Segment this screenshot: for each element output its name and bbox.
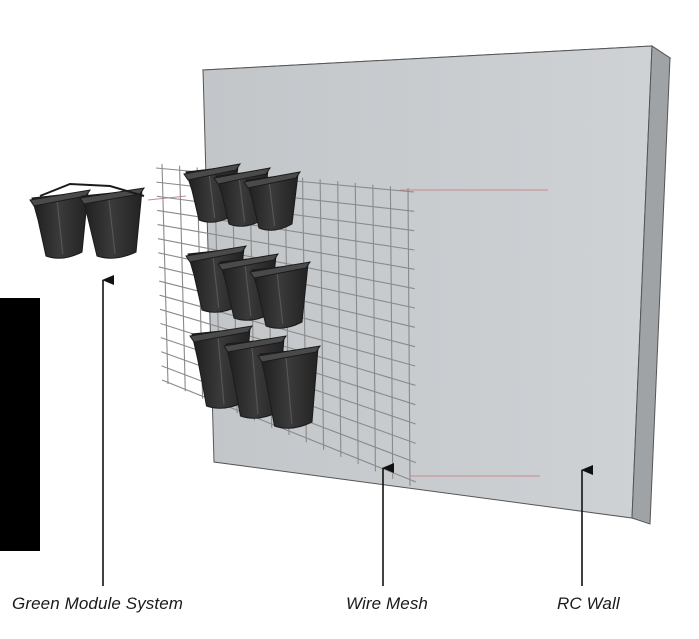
planter-highlight (56, 201, 64, 255)
planter-module (249, 261, 312, 329)
planter-rim (185, 245, 248, 263)
planter-rim (213, 167, 272, 185)
planter-rim (257, 345, 322, 363)
detached-green-module (29, 182, 146, 259)
planter-highlight (285, 357, 293, 425)
detached-module-top-edge (39, 182, 145, 197)
planter-modules (183, 163, 322, 429)
mesh-vertical-wire (389, 186, 394, 479)
mesh-vertical-wire (161, 163, 169, 385)
planter-rim (183, 163, 242, 181)
detached-planter-left (29, 189, 92, 259)
mesh-vertical-wire (179, 165, 186, 392)
mesh-vertical-wire (407, 187, 411, 487)
planter-rim (243, 171, 302, 189)
planter-rim (217, 253, 280, 271)
planter-highlight (238, 179, 246, 223)
planter-module (243, 171, 302, 231)
mesh-vertical-wire (319, 179, 325, 450)
mesh-horizontal-wire (157, 223, 415, 270)
planter-module (257, 345, 322, 429)
planter-highlight (212, 257, 220, 309)
mesh-vertical-wire (337, 181, 342, 457)
mesh-vertical-wire (354, 182, 359, 465)
planter-highlight (217, 337, 225, 405)
detached-planter-right (79, 187, 146, 259)
label-rc-wall: RC Wall (557, 594, 620, 613)
callout-arrows (102, 275, 593, 586)
planter-highlight (208, 175, 216, 219)
rc-wall (201, 45, 672, 525)
planter-highlight (244, 265, 252, 317)
label-wire-mesh: Wire Mesh (346, 594, 428, 613)
planter-highlight (268, 183, 276, 227)
rc-wall-side (631, 45, 671, 525)
planter-highlight (108, 199, 116, 255)
planter-rim (249, 261, 312, 279)
mesh-horizontal-wire (157, 238, 415, 290)
mesh-vertical-wire (372, 184, 376, 472)
mesh-horizontal-wire (159, 308, 416, 386)
black-side-bar (0, 298, 40, 551)
planter-highlight (276, 273, 284, 325)
planter-rim (223, 335, 288, 353)
label-green-module-system: Green Module System (12, 594, 184, 613)
planter-rim (189, 325, 254, 343)
planter-highlight (251, 347, 259, 415)
